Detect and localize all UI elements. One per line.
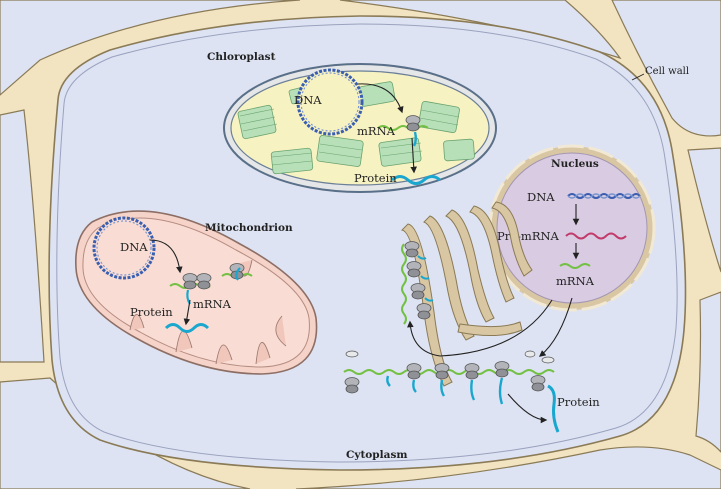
mitochondrion-mrna-label: mRNA: [193, 297, 232, 311]
cell-wall-label: Cell wall: [645, 66, 689, 77]
cell-wall-pointer: [631, 73, 645, 81]
nucleus-dna-label: DNA: [527, 190, 555, 204]
mitochondrion-protein-label: Protein: [130, 305, 173, 319]
mitochondrion-title: Mitochondrion: [205, 222, 293, 234]
plasma-membrane: [56, 23, 678, 463]
mitochondrion: [75, 210, 318, 375]
mitochondrion-dna-label: DNA: [120, 240, 148, 254]
chloroplast-title: Chloroplast: [207, 51, 276, 63]
chloroplast-protein-label: Protein: [354, 171, 397, 185]
cytoplasm-label: Cytoplasm: [346, 449, 407, 461]
cytosolic-polysome: [343, 350, 560, 433]
nucleus-title: Nucleus: [551, 158, 599, 170]
cytosolic-protein-label: Protein: [557, 395, 600, 409]
nucleus-pre-mrna-label: Pre-mRNA: [497, 229, 560, 243]
chloroplast-dna-label: DNA: [294, 93, 322, 107]
chloroplast: [223, 63, 497, 193]
er-bound-ribosomes: [401, 241, 434, 325]
chloroplast-mrna-label: mRNA: [357, 124, 396, 138]
nucleus-mrna-label: mRNA: [556, 274, 595, 288]
